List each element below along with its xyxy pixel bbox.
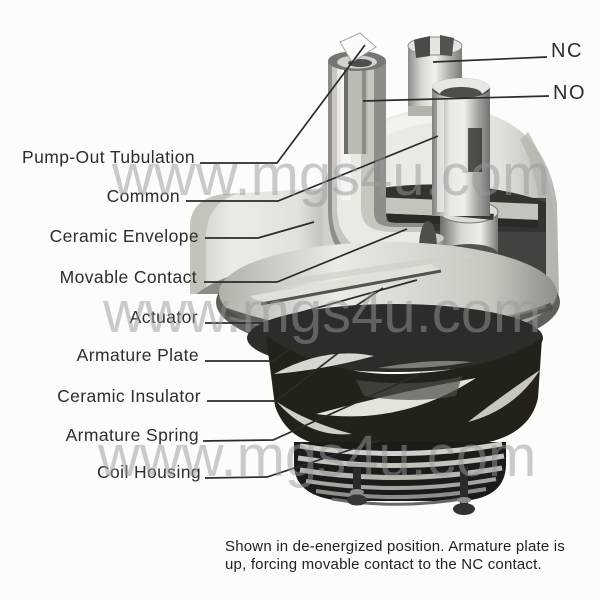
figure-caption: Shown in de-energized position. Armature…	[225, 538, 595, 574]
label-pump-out-tubulation: Pump-Out Tubulation	[22, 147, 195, 167]
label-ceramic-insulator: Ceramic Insulator	[57, 386, 201, 406]
label-ceramic-envelope: Ceramic Envelope	[49, 226, 199, 246]
label-armature-plate: Armature Plate	[76, 345, 199, 365]
label-coil-housing: Coil Housing	[96, 462, 201, 482]
label-nc: NC	[551, 40, 583, 62]
label-actuator: Actuator	[129, 307, 198, 327]
leader-no	[362, 95, 550, 102]
label-movable-contact: Movable Contact	[59, 267, 197, 287]
leader-ceramic-envelope	[205, 221, 315, 239]
caption-line-2: up, forcing movable contact to the NC co…	[225, 556, 542, 573]
no-terminal-tube	[432, 78, 490, 216]
leader-ceramic-insulator	[207, 329, 369, 402]
label-common: Common	[106, 186, 180, 206]
caption-line-1: Shown in de-energized position. Armature…	[225, 538, 565, 555]
leader-nc	[432, 56, 548, 63]
leader-pump-out	[200, 44, 366, 164]
leader-armature-spring	[202, 372, 423, 442]
leader-common	[186, 135, 439, 202]
label-no: NO	[553, 82, 586, 104]
under-disc-shadow	[247, 304, 543, 372]
label-armature-spring: Armature Spring	[65, 425, 199, 445]
leader-actuator	[205, 279, 418, 324]
terminal-pins	[347, 466, 475, 515]
leader-movable-contact	[204, 228, 408, 283]
leader-coil-housing	[204, 439, 381, 479]
leader-armature-plate	[205, 287, 384, 362]
